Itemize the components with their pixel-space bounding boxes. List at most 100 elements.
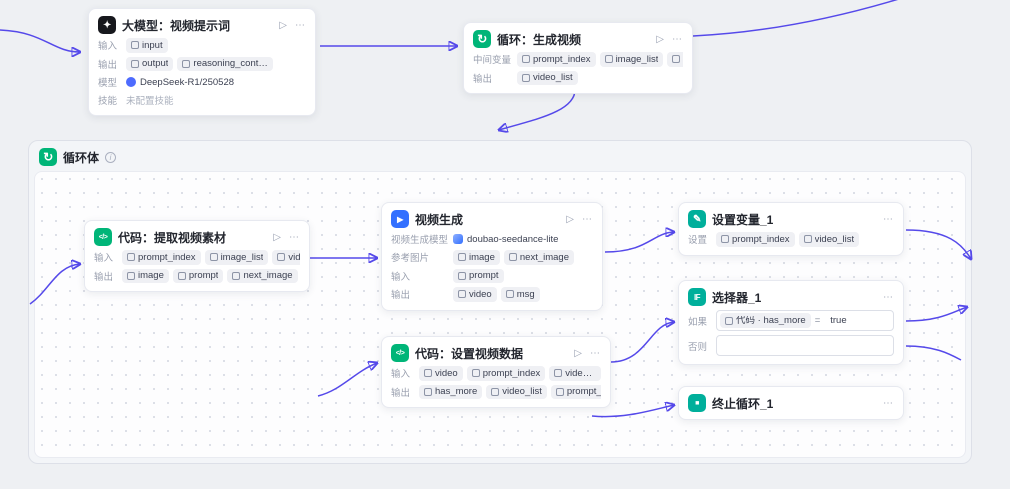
type-icon (131, 41, 139, 50)
row-label: 输入 (94, 253, 114, 265)
row-label: 输出 (473, 73, 493, 85)
param-pill: input (126, 38, 168, 53)
if-condition-row: 如果 代码 · has_more = true (688, 310, 894, 331)
param-pill: prompt_index (517, 52, 596, 67)
param-pill: image_list (204, 250, 269, 265)
run-node-button[interactable]: ▷ (566, 213, 574, 225)
output-row: 输出 video msg (391, 287, 593, 302)
node-llm[interactable]: ✦ 大模型：视频提示词 ▷ ⋯ 输入 input 输出 output reaso… (88, 8, 316, 116)
type-icon (182, 59, 191, 68)
node-video-generate[interactable]: ▶ 视频生成 ▷ ⋯ 视频生成模型 doubao-seedance-lite 参… (381, 202, 603, 311)
node-code-extract[interactable]: </> 代码：提取视频素材 ▷ ⋯ 输入 prompt_index image_… (84, 220, 310, 292)
run-node-button[interactable]: ▷ (656, 33, 664, 45)
run-node-button[interactable]: ▷ (574, 347, 582, 359)
loop-body-header: ↻ 循环体 i (39, 148, 117, 166)
node-selector[interactable]: IF 选择器_1 ⋯ 如果 代码 · has_more = true 否则 (678, 280, 904, 365)
row-label: 技能 (98, 96, 118, 107)
type-icon (721, 235, 729, 244)
param-pill: msg (500, 287, 540, 302)
edge-connector[interactable] (499, 87, 576, 130)
node-more-button[interactable]: ⋯ (883, 397, 893, 409)
node-title: 选择器_1 (712, 290, 762, 305)
type-icon (555, 387, 564, 396)
param-pill: vi… (667, 52, 683, 67)
param-name: video_list (814, 234, 855, 244)
type-icon (177, 271, 186, 280)
condition-value[interactable]: true (830, 315, 847, 326)
param-name: video_list (533, 73, 573, 83)
if-icon: IF (688, 288, 706, 306)
param-name: image_list (615, 54, 659, 64)
condition-ref-pill[interactable]: 代码 · has_more (720, 313, 811, 328)
row-label: 输出 (391, 387, 411, 399)
node-title: 视频生成 (415, 212, 464, 227)
node-more-button[interactable]: ⋯ (590, 347, 600, 359)
type-icon (209, 253, 218, 262)
param-name: video_list (502, 387, 542, 397)
condition-operator[interactable]: = (814, 315, 821, 326)
else-condition-box[interactable] (716, 335, 894, 356)
param-pill: reasoning_content (177, 56, 274, 71)
type-icon (424, 369, 432, 378)
run-node-button[interactable]: ▷ (273, 231, 281, 243)
node-more-button[interactable]: ⋯ (582, 213, 592, 225)
node-header: IF 选择器_1 ⋯ (688, 288, 894, 306)
run-node-button[interactable]: ▷ (279, 19, 287, 31)
node-header: ✦ 大模型：视频提示词 ▷ ⋯ (98, 16, 306, 34)
type-icon (277, 253, 286, 262)
node-title: 终止循环_1 (712, 396, 774, 411)
code-icon: </> (391, 344, 409, 362)
row-label: 输入 (391, 271, 411, 283)
type-icon (554, 369, 563, 378)
param-pill: prompt_index (466, 366, 546, 381)
condition-box[interactable]: 代码 · has_more = true (716, 310, 894, 331)
skill-value: 未配置技能 (126, 96, 174, 107)
param-name: prompt (469, 271, 499, 281)
model-row: 模型 DeepSeek-R1/250528 (98, 75, 306, 90)
node-more-button[interactable]: ⋯ (883, 213, 893, 225)
node-more-button[interactable]: ⋯ (883, 291, 893, 303)
edge-connector[interactable] (692, 0, 915, 37)
type-icon (131, 59, 139, 68)
node-title: 大模型：视频提示词 (122, 18, 231, 33)
output-row: 输出 image prompt next_image (94, 268, 300, 283)
node-break-loop[interactable]: ■ 终止循环_1 ⋯ (678, 386, 904, 420)
param-name: next_image (243, 271, 293, 281)
node-more-button[interactable]: ⋯ (295, 19, 305, 31)
info-icon[interactable]: i (105, 151, 117, 163)
node-title: 代码：设置视频数据 (415, 346, 524, 361)
type-icon (458, 271, 466, 280)
node-more-button[interactable]: ⋯ (672, 33, 682, 45)
param-pill: video… (272, 250, 300, 265)
node-more-button[interactable]: ⋯ (289, 231, 299, 243)
param-pill: prompt (172, 268, 224, 283)
row-label: 模型 (98, 78, 118, 89)
node-set-variable[interactable]: ✎ 设置变量_1 ⋯ 设置 prompt_index video_list (678, 202, 904, 256)
param-name: input (142, 40, 163, 50)
row-label: 输入 (98, 41, 118, 53)
model-name: DeepSeek-R1/250528 (140, 76, 235, 88)
param-name: reasoning_content (193, 59, 269, 69)
row-label: 输出 (391, 290, 411, 302)
node-header: ✎ 设置变量_1 ⋯ (688, 210, 894, 228)
type-icon (725, 316, 733, 325)
node-title: 循环：生成视频 (497, 32, 582, 47)
edge-connector[interactable] (0, 29, 80, 52)
type-icon (522, 73, 530, 82)
param-pill: video_p… (549, 366, 601, 381)
param-pill: has_more (419, 384, 483, 399)
param-name: prompt_index (533, 54, 591, 64)
set-row: 设置 prompt_index video_list (688, 232, 894, 247)
param-name: prompt (188, 271, 219, 281)
output-row: 输出 has_more video_list prompt_index (391, 384, 601, 399)
type-icon (458, 290, 466, 299)
condition-ref: 代码 · has_more (736, 315, 806, 326)
loop-icon: ↻ (39, 148, 57, 166)
node-code-set-video-data[interactable]: </> 代码：设置视频数据 ▷ ⋯ 输入 video prompt_index … (381, 336, 611, 408)
node-loop[interactable]: ↻ 循环：生成视频 ▷ ⋯ 中间变量 prompt_index image_li… (463, 22, 693, 94)
param-pill: image (122, 268, 169, 283)
param-pill: next_image (503, 250, 574, 265)
param-pill: prompt_index (122, 250, 201, 265)
type-icon (505, 290, 514, 299)
